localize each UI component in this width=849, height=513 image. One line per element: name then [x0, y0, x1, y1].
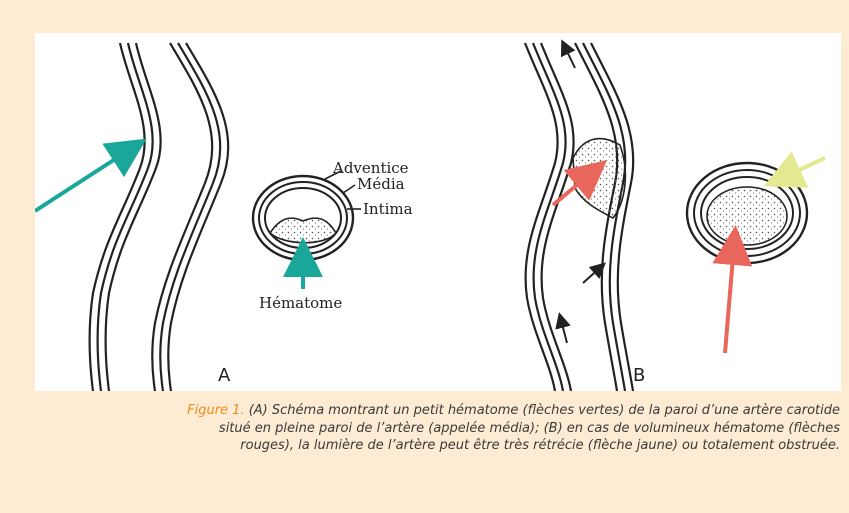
caption-figure-label: Figure 1.: [187, 403, 244, 418]
caption-line-3: rouges), la lumière de l’artère peut êtr…: [0, 437, 840, 455]
caption-line-1: Figure 1. (A) Schéma montrant un petit h…: [0, 402, 840, 420]
green-arrow-longitudinal: [35, 143, 140, 211]
panel-b-letter: B: [633, 365, 645, 386]
flow-arrow-bottom: [560, 316, 567, 343]
figure-caption: Figure 1. (A) Schéma montrant un petit h…: [0, 402, 840, 455]
flow-arrow-top: [563, 43, 575, 68]
figure-panel: Adventice Média Intima Hématome A B: [35, 33, 841, 391]
panel-a-letter: A: [218, 365, 231, 386]
panel-b-longitudinal-hematoma: [573, 139, 625, 218]
red-arrow-cross-section: [725, 233, 735, 353]
label-media: Média: [357, 175, 405, 193]
caption-line-2: situé en pleine paroi de l’artère (appel…: [0, 420, 840, 438]
artery-diagram: Adventice Média Intima Hématome A B: [35, 33, 841, 391]
label-hematome: Hématome: [259, 294, 342, 312]
label-intima: Intima: [363, 200, 413, 218]
flow-arrow-middle: [583, 265, 603, 283]
panel-b-cross-section: [687, 163, 807, 263]
panel-b-artery-wall-right: [575, 43, 633, 391]
panel-a-artery-wall-left: [90, 43, 161, 391]
panel-a-artery-wall-right: [152, 43, 228, 391]
caption-line-1-text: (A) Schéma montrant un petit hématome (f…: [249, 403, 840, 418]
